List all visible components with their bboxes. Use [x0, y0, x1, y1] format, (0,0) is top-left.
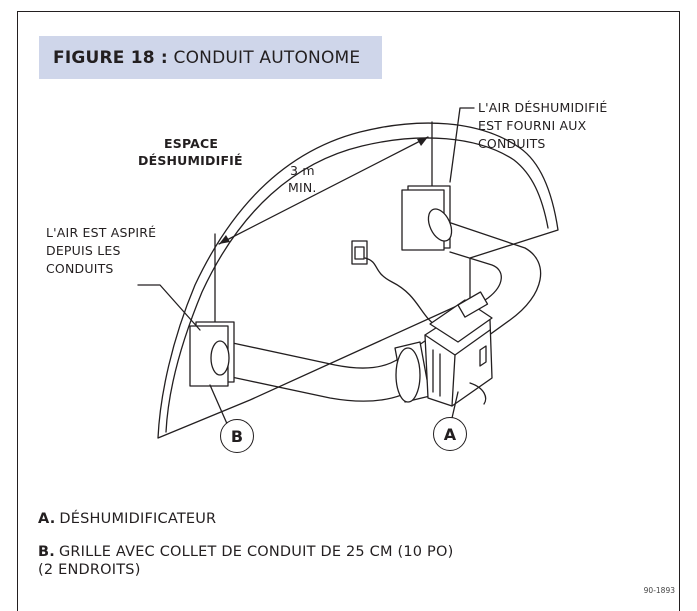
callout-b: B [220, 419, 254, 453]
supply-label-line3: CONDUITS [478, 136, 546, 151]
space-label-line2: DÉSHUMIDIFIÉ [138, 153, 243, 168]
return-label-line3: CONDUITS [46, 261, 114, 276]
power-cord [364, 257, 441, 329]
callout-a: A [433, 417, 467, 451]
distance-label-line1: 3 m [290, 163, 315, 178]
distance-label-line2: MIN. [288, 180, 317, 195]
legend-text-b: GRILLE AVEC COLLET DE CONDUIT DE 25 CM (… [58, 544, 454, 560]
figure-frame [17, 11, 680, 611]
wall-inner-edge [165, 137, 549, 433]
figure-title: CONDUIT AUTONOME [173, 47, 361, 68]
legend-item-a: A.DÉSHUMIDIFICATEUR [38, 510, 216, 528]
space-label-line1: ESPACE [164, 136, 219, 151]
duct-outer [221, 221, 542, 402]
legend-key-b: B. [38, 544, 55, 560]
legend-text-b-line2: (2 ENDROITS) [38, 562, 141, 578]
figure-number: FIGURE 18 : [53, 47, 168, 68]
document-code: 90-1893 [643, 586, 675, 595]
unit-connector [394, 341, 431, 403]
electrical-outlet [351, 240, 368, 265]
wall-surface [157, 122, 559, 439]
figure-title-band: FIGURE 18 : CONDUIT AUTONOME [39, 36, 382, 79]
legend-item-b: B.GRILLE AVEC COLLET DE CONDUIT DE 25 CM… [38, 543, 453, 579]
return-label-line2: DEPUIS LES [46, 243, 121, 258]
leader-lines [137, 107, 475, 427]
return-label-line1: L'AIR EST ASPIRÉ [46, 225, 157, 240]
legend-key-a: A. [38, 511, 56, 527]
supply-label-line2: EST FOURNI AUX [478, 118, 587, 133]
supply-label-line1: L'AIR DÉSHUMIDIFIÉ [478, 100, 608, 115]
legend-text-a: DÉSHUMIDIFICATEUR [59, 511, 217, 527]
dehumidifier-unit [424, 291, 493, 407]
